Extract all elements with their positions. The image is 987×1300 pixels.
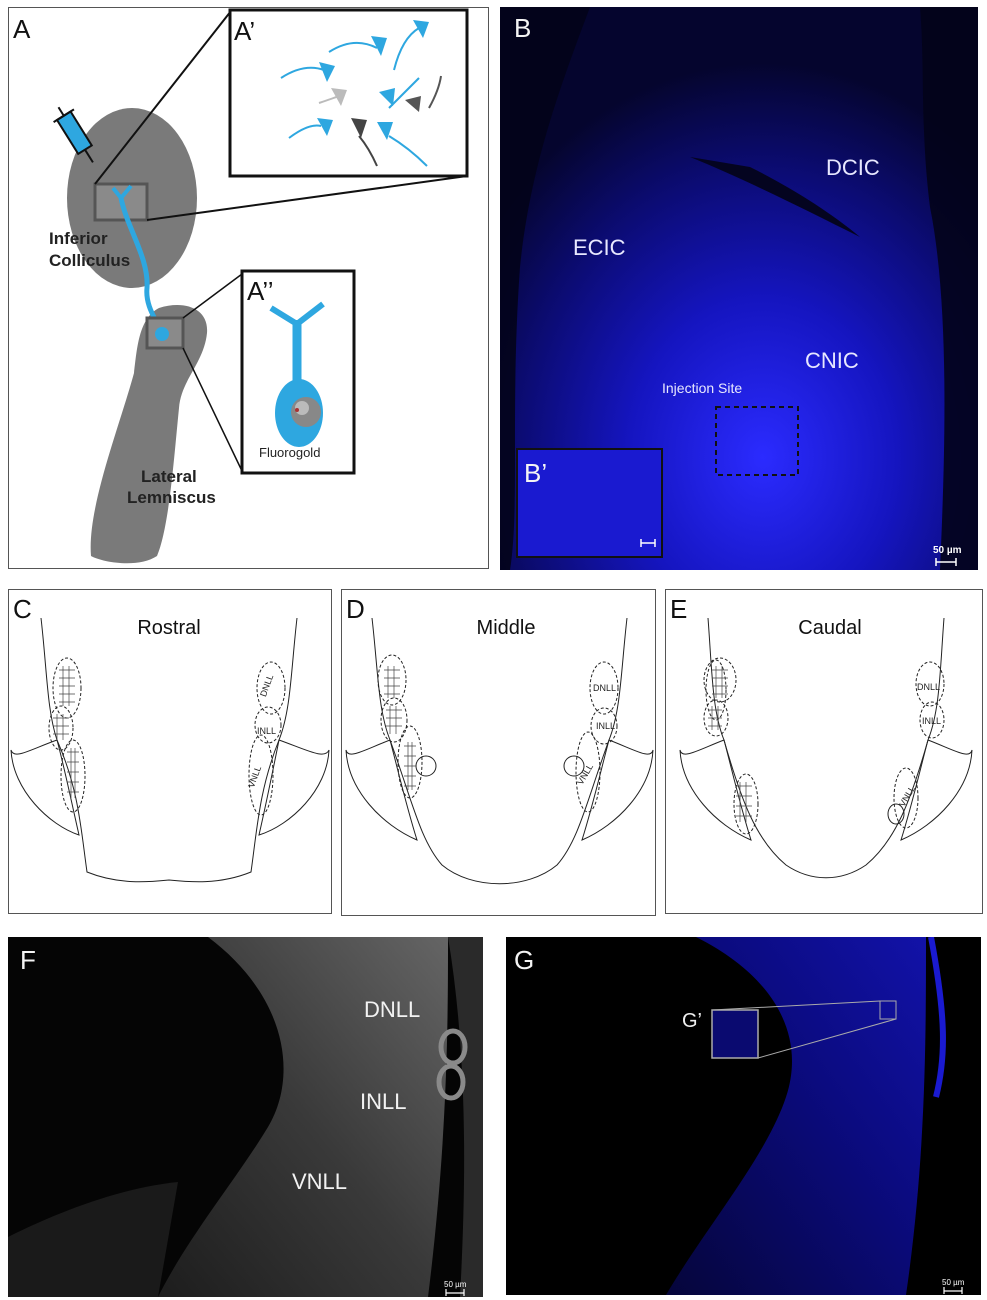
neuron-group — [280, 20, 442, 167]
scale-bar-label-g: 50 µm — [942, 1278, 965, 1287]
nucleus-label-inll: INLL — [596, 721, 616, 731]
section-outline-caudal — [679, 617, 973, 879]
panel-letter-a: A — [13, 14, 31, 44]
inset-label-b-prime: B’ — [524, 458, 548, 488]
region-ecic: ECIC — [573, 235, 626, 260]
panel-letter-b: B — [514, 13, 532, 43]
scale-bar-label-b: 50 µm — [933, 545, 962, 556]
region-dnll: DNLL — [364, 997, 421, 1022]
section-outline-rostral — [10, 617, 330, 883]
panel-b-image — [500, 7, 978, 570]
label-inferior: Inferior — [49, 229, 108, 248]
panel-letter-g: G — [514, 945, 535, 975]
label-lemniscus: Lemniscus — [127, 488, 216, 507]
region-cnic: CNIC — [805, 348, 859, 373]
label-lateral: Lateral — [141, 467, 197, 486]
panel-b: B DCIC ECIC CNIC Injection Site B’ 50 µm — [500, 7, 978, 570]
label-fluorogold: Fluorogold — [259, 445, 321, 460]
injection-site-box — [715, 406, 799, 476]
inset-label-a-prime: A’ — [234, 16, 256, 46]
nucleus-label-inll: INLL — [257, 726, 277, 736]
syringe-icon — [53, 106, 94, 163]
panel-g: G G’ 50 µm — [506, 937, 981, 1295]
lateral-lemniscus-shape — [90, 305, 208, 564]
nucleus-label-inll: INLL — [922, 716, 942, 726]
region-vnll: VNLL — [292, 1169, 348, 1194]
inset-b-prime — [516, 448, 663, 558]
panel-f-image — [8, 937, 483, 1297]
section-title-caudal: Caudal — [798, 617, 862, 639]
panel-letter-d: D — [346, 594, 365, 624]
scale-bar-label-f: 50 µm — [444, 1280, 467, 1289]
section-outline-middle — [345, 617, 654, 885]
inset-a-prime — [228, 8, 469, 178]
region-dcic: DCIC — [826, 155, 880, 180]
panel-f: F DNLL INLL VNLL 50 µm — [8, 937, 483, 1297]
inset-g-prime — [711, 1009, 759, 1059]
inset-label-g-prime: G’ — [682, 1010, 702, 1032]
section-title-middle: Middle — [476, 617, 536, 639]
panel-a: A A’ A’’ Inferior Colliculus Lateral Lem… — [8, 7, 489, 569]
panel-e: E Caudal DNLL INLL VNLL — [665, 589, 983, 914]
panel-d: D Middle DNLL INLL VNLL — [341, 589, 656, 916]
labeled-neuron — [269, 301, 325, 447]
label-colliculus: Colliculus — [49, 251, 131, 270]
panel-letter-e: E — [670, 594, 688, 624]
section-title-rostral: Rostral — [137, 617, 201, 639]
panel-letter-f: F — [20, 945, 36, 975]
panel-c: C Rostral DNLL INLL VNLL — [8, 589, 332, 914]
panel-letter-c: C — [13, 594, 32, 624]
inset-label-a-double-prime: A’’ — [247, 276, 274, 306]
nucleus-label-dnll: DNLL — [593, 683, 617, 693]
nucleus-label-dnll: DNLL — [917, 682, 941, 692]
label-injection-site: Injection Site — [662, 380, 743, 396]
roi-g-box — [879, 1000, 897, 1020]
panel-g-image — [506, 937, 981, 1295]
panel-a-diagram — [53, 8, 469, 564]
region-inll: INLL — [360, 1089, 407, 1114]
